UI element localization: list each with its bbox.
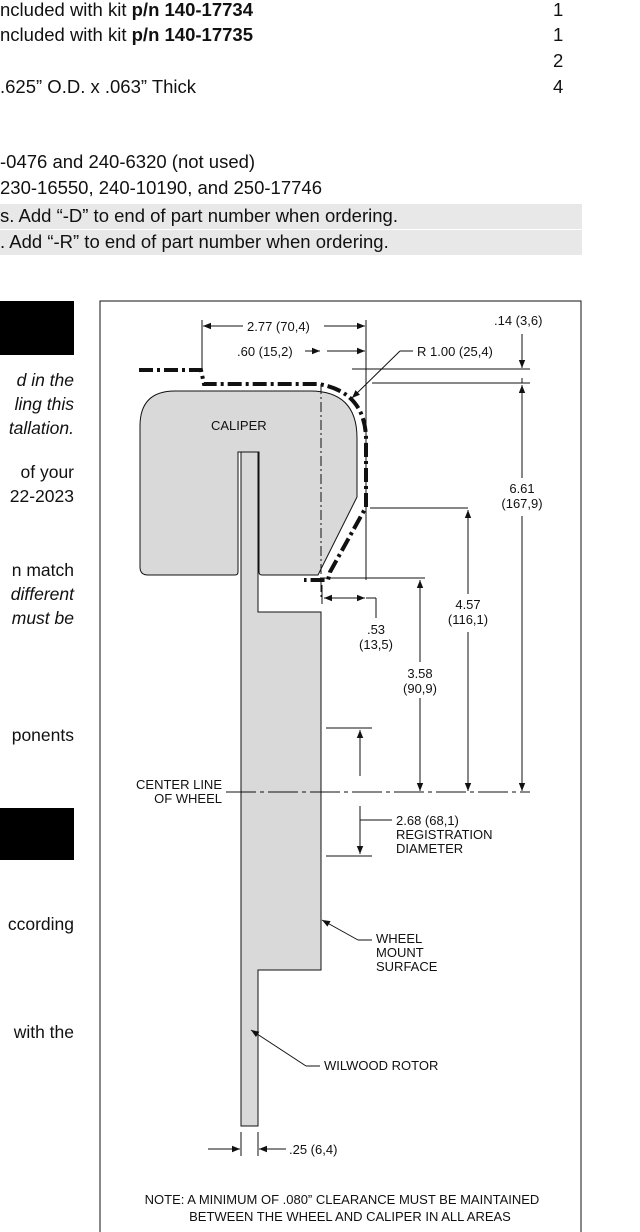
dim-053-label-b: (13,5) xyxy=(359,637,393,652)
clearance-note-line-2: BETWEEN THE WHEEL AND CALIPER IN ALL ARE… xyxy=(189,1209,511,1224)
note-line-1: -0476 and 240-6320 (not used) xyxy=(0,151,256,172)
clearance-note-line-1: NOTE: A MINIMUM OF .080” CLEARANCE MUST … xyxy=(145,1192,540,1207)
parts-row-4: .625” O.D. x .063” Thick xyxy=(0,76,196,98)
note-line-2: 230-16550, 240-10190, and 250-17746 xyxy=(0,177,322,198)
paragraph-3-line-1: n match xyxy=(11,560,74,580)
reg-label-c: DIAMETER xyxy=(396,841,463,856)
wheel-mount-leader xyxy=(321,919,359,941)
dim-358-label-a: 3.58 xyxy=(407,666,432,681)
reg-label-a: 2.68 (68,1) xyxy=(396,813,459,828)
dim-014-label: .14 (3,6) xyxy=(494,313,542,328)
parts-row-3-qty: 2 xyxy=(553,50,564,71)
dim-457-label-a: 4.57 xyxy=(455,597,480,612)
dim-053-label-a: .53 xyxy=(367,622,385,637)
section-header-bar-2 xyxy=(0,808,74,860)
rotor-label: WILWOOD ROTOR xyxy=(324,1058,438,1073)
dim-457-label-b: (116,1) xyxy=(448,612,488,627)
wheel-mount-label-a: WHEEL xyxy=(376,931,422,946)
dim-r100-label: R 1.00 (25,4) xyxy=(417,344,493,359)
paragraph-4-line-1: ponents xyxy=(11,725,74,745)
wheel-mount-label-c: SURFACE xyxy=(376,959,438,974)
note-line-3-shaded: s. Add “-D” to end of part number when o… xyxy=(0,204,582,229)
dim-358-label-b: (90,9) xyxy=(403,681,437,696)
parts-row-4-text: .625” O.D. x .063” Thick xyxy=(0,76,197,97)
note-line-3: s. Add “-D” to end of part number when o… xyxy=(0,205,398,226)
parts-row-4-qty: 4 xyxy=(553,76,564,97)
dim-060-label: .60 (15,2) xyxy=(237,344,293,359)
paragraph-2-line-1: of your xyxy=(20,462,75,482)
paragraph-1-line-2: ling this xyxy=(14,394,74,414)
dim-r100-leader xyxy=(351,350,401,399)
parts-row-2-text: ncluded with kit xyxy=(0,24,132,45)
caliper-shape xyxy=(139,390,358,576)
dim-025-label: .25 (6,4) xyxy=(289,1142,337,1157)
diagram-frame xyxy=(99,300,582,1232)
parts-row-2-part-number: p/n 140-17735 xyxy=(131,24,253,45)
paragraph-3-line-2: different xyxy=(10,584,74,604)
parts-row-1-part-number: p/n 140-17734 xyxy=(131,0,253,20)
reg-label-b: REGISTRATION xyxy=(396,827,493,842)
parts-row-1-qty: 1 xyxy=(553,0,564,20)
paragraph-3-line-3: must be xyxy=(11,608,74,628)
section-header-bar-1 xyxy=(0,301,74,355)
wilwood-rotor-shape xyxy=(240,451,322,1127)
parts-row-2-qty: 1 xyxy=(553,24,564,45)
rotor-leader xyxy=(250,1029,307,1067)
paragraph-2-line-2: 22-2023 xyxy=(9,486,74,506)
dim-661-label-a: 6.61 xyxy=(509,481,534,496)
parts-row-1: ncluded with kit p/n 140-17734 xyxy=(0,0,253,21)
wheel-mount-label-b: MOUNT xyxy=(376,945,424,960)
caliper-label: CALIPER xyxy=(211,418,267,433)
parts-row-1-text: ncluded with kit xyxy=(0,0,132,20)
paragraph-6-line-1: with the xyxy=(13,1022,74,1042)
centerline-label-b: OF WHEEL xyxy=(154,791,222,806)
paragraph-1-line-3: tallation. xyxy=(8,418,74,438)
paragraph-1-line-1: d in the xyxy=(16,370,74,390)
centerline-label-a: CENTER LINE xyxy=(136,777,222,792)
paragraph-5-line-1: ccording xyxy=(7,914,74,934)
parts-row-2: ncluded with kit p/n 140-17735 xyxy=(0,24,253,46)
dim-661-label-b: (167,9) xyxy=(501,496,542,511)
note-line-4-shaded: . Add “-R” to end of part number when or… xyxy=(0,230,582,255)
dim-277-label: 2.77 (70,4) xyxy=(247,319,310,334)
note-line-4: . Add “-R” to end of part number when or… xyxy=(0,231,389,252)
